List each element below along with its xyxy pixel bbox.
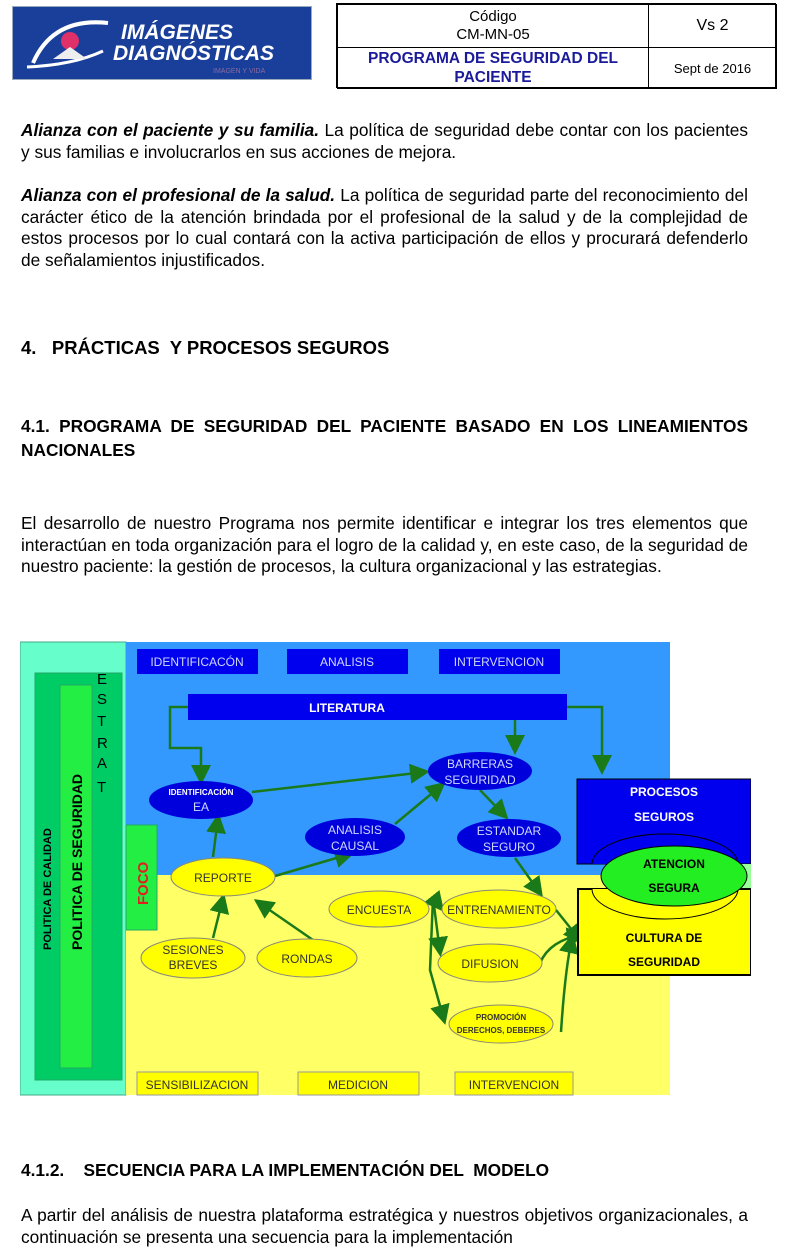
- svg-text:SENSIBILIZACION: SENSIBILIZACION: [146, 1078, 249, 1092]
- svg-text:IMAGEN Y VIDA: IMAGEN Y VIDA: [213, 68, 266, 75]
- quality-policy-label: POLITICA DE CALIDAD: [42, 828, 54, 950]
- svg-text:ANALISIS: ANALISIS: [328, 823, 382, 837]
- section-heading-4: 4. PRÁCTICAS Y PROCESOS SEGUROS: [21, 337, 390, 358]
- svg-text:MEDICION: MEDICION: [328, 1078, 388, 1092]
- svg-text:SEGURO: SEGURO: [483, 840, 535, 854]
- diagram-nodes: IDENTIFICACIÓN EA BARRERAS SEGURIDAD ANA…: [136, 752, 751, 1096]
- svg-text:ATENCION: ATENCION: [643, 857, 705, 871]
- node-analisis-causal: [305, 818, 405, 856]
- svg-text:PROMOCIÓN: PROMOCIÓN: [476, 1013, 526, 1022]
- svg-text:SESIONES: SESIONES: [162, 943, 223, 957]
- node-encuesta: [328, 890, 430, 928]
- document-code: CM-MN-05: [456, 26, 530, 43]
- label-box-medicion: [297, 1071, 420, 1096]
- version: Vs 2: [648, 4, 777, 48]
- label-box-intervencion: [439, 649, 560, 674]
- paragraph-professional-alliance: Alianza con el profesional de la salud. …: [21, 185, 748, 270]
- label-box-sensibilizacion: [136, 1071, 259, 1096]
- svg-text:CAUSAL: CAUSAL: [331, 839, 379, 853]
- node-estandar: [457, 819, 561, 857]
- svg-text:DIFUSION: DIFUSION: [461, 957, 518, 971]
- svg-text:RONDAS: RONDAS: [281, 952, 332, 966]
- literature-box: [188, 694, 567, 720]
- label-identificacion: IDENTIFICACÓN: [150, 654, 243, 669]
- closing-paragraph: A partir del análisis de nuestra platafo…: [21, 1205, 748, 1247]
- safety-policy-label: POLITICA DE SEGURIDAD: [69, 774, 85, 950]
- svg-text:IMÁGENES: IMÁGENES: [121, 21, 233, 44]
- svg-text:T: T: [97, 779, 106, 796]
- node-sesiones: [140, 937, 246, 979]
- document-header-table: Código CM-MN-05 Vs 2 PROGRAMA DE SEGURID…: [336, 3, 777, 89]
- svg-text:SEGURA: SEGURA: [648, 881, 700, 895]
- svg-text:R: R: [97, 735, 108, 752]
- svg-text:CULTURA DE: CULTURA DE: [626, 931, 703, 945]
- safe-care-ellipse: [600, 845, 748, 907]
- node-reporte: [170, 857, 276, 897]
- svg-text:SEGURIDAD: SEGURIDAD: [444, 773, 516, 787]
- code-label: Código: [469, 8, 517, 25]
- node-difusion: [437, 943, 543, 983]
- svg-text:REPORTE: REPORTE: [194, 871, 252, 885]
- safety-program-diagram: POLITICA DE CALIDAD POLITICA DE SEGURIDA…: [20, 641, 751, 1096]
- document-title: PROGRAMA DE SEGURIDAD DEL PACIENTE: [337, 47, 649, 89]
- intro-paragraph: El desarrollo de nuestro Programa nos pe…: [21, 513, 748, 576]
- code-cell: Código CM-MN-05: [337, 4, 649, 48]
- svg-text:SEGUROS: SEGUROS: [634, 810, 694, 824]
- svg-text:BARRERAS: BARRERAS: [447, 757, 513, 771]
- svg-text:INTERVENCION: INTERVENCION: [469, 1078, 559, 1092]
- focus-box: [125, 824, 158, 931]
- label-analisis: ANALISIS: [320, 655, 374, 669]
- node-barreras: [428, 752, 532, 790]
- label-intervencion: INTERVENCION: [454, 655, 544, 669]
- focus-label: FOCO: [135, 861, 152, 905]
- document-date: Sept de 2016: [648, 47, 777, 89]
- company-logo: IMÁGENES DIAGNÓSTICAS IMAGEN Y VIDA: [12, 6, 312, 80]
- label-box-analisis: [287, 649, 408, 674]
- svg-text:ESTANDAR: ESTANDAR: [477, 824, 542, 838]
- section-heading-4-1: 4.1. PROGRAMA DE SEGURIDAD DEL PACIENTE …: [21, 416, 748, 460]
- logo-emblem-icon: IMÁGENES DIAGNÓSTICAS IMAGEN Y VIDA: [26, 20, 274, 75]
- svg-text:EA: EA: [193, 800, 209, 814]
- node-rondas: [256, 938, 358, 978]
- svg-text:BREVES: BREVES: [169, 958, 218, 972]
- section-heading-4-1-2: 4.1.2. SECUENCIA PARA LA IMPLEMENTACIÓN …: [21, 1160, 550, 1180]
- svg-text:T: T: [97, 713, 106, 730]
- literature-label: LITERATURA: [309, 701, 385, 715]
- node-identificacion: [149, 781, 253, 819]
- safety-policy-box: [59, 684, 93, 1069]
- svg-text:DERECHOS, DEBERES: DERECHOS, DEBERES: [457, 1026, 546, 1035]
- svg-text:E: E: [97, 671, 107, 688]
- svg-text:SEGURIDAD: SEGURIDAD: [628, 955, 700, 969]
- svg-text:ENCUESTA: ENCUESTA: [347, 903, 411, 917]
- svg-text:IDENTIFICACIÓN: IDENTIFICACIÓN: [169, 788, 234, 797]
- paragraph-patient-alliance: Alianza con el paciente y su familia. La…: [21, 120, 748, 162]
- svg-text:PROCESOS: PROCESOS: [630, 785, 698, 799]
- svg-text:S: S: [97, 691, 107, 708]
- svg-text:ENTRENAMIENTO: ENTRENAMIENTO: [447, 903, 551, 917]
- estrat-label: E S T R A T: [97, 671, 108, 796]
- svg-text:A: A: [97, 755, 107, 772]
- label-box-intervencion-bottom: [454, 1071, 574, 1096]
- label-box-identificacion: [137, 649, 258, 674]
- svg-text:DIAGNÓSTICAS: DIAGNÓSTICAS: [113, 41, 274, 65]
- node-entrenamiento: [441, 889, 557, 929]
- node-promocion: [448, 1004, 554, 1044]
